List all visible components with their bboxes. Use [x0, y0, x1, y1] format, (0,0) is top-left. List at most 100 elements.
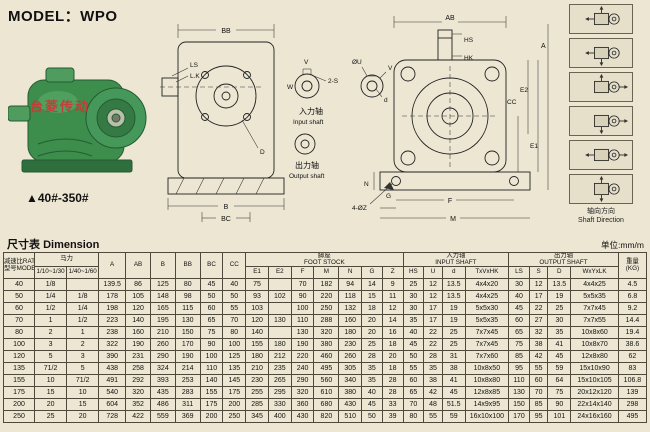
table-cell: 5 [34, 350, 68, 364]
table-cell: 24x16x160 [570, 410, 619, 424]
table-cell: 70 [222, 314, 247, 328]
col-header-m: M [313, 266, 340, 280]
table-cell: 125 [149, 278, 176, 292]
table-cell: 40 [2, 278, 36, 292]
table-cell: 28 [381, 386, 404, 400]
table-cell: 190 [125, 338, 151, 352]
dim-label-ab: AB [445, 15, 455, 22]
table-cell: 260 [338, 350, 363, 364]
table-cell: 35 [361, 374, 383, 388]
shaft-direction-panel: 轴向方向 Shaft Direction [556, 4, 646, 226]
dim-label-b: B [224, 204, 229, 211]
table-cell: 140 [245, 326, 269, 340]
table-cell: 220 [313, 290, 340, 304]
table-cell: 14 [361, 278, 383, 292]
table-cell: 320 [125, 386, 151, 400]
table-cell: 495 [313, 362, 340, 376]
table-cell: 106.8 [617, 374, 648, 388]
table-cell: 32 [528, 326, 549, 340]
table-cell: 604 [98, 398, 127, 412]
dim-label-ou: ØU [352, 59, 362, 66]
table-cell: 120 [245, 314, 269, 328]
table-cell: 102 [267, 290, 292, 304]
table-cell: 175 [222, 386, 247, 400]
table-cell: 120 [125, 302, 151, 316]
dim-label-2s: 2-S [328, 78, 339, 85]
col-header-d2: D [547, 266, 572, 280]
table-cell: 182 [313, 278, 340, 292]
table-cell: 10 [34, 374, 68, 388]
table-cell: 75 [547, 386, 572, 400]
shaft-direction-icon [569, 4, 633, 34]
table-cell: 220 [290, 350, 315, 364]
table-cell: 214 [174, 362, 201, 376]
output-shaft-label-en: Output shaft [289, 173, 325, 180]
table-cell: 13.5 [547, 278, 572, 292]
table-cell: 345 [245, 410, 269, 424]
table-cell: 62 [617, 350, 648, 364]
table-cell: 155 [245, 338, 269, 352]
table-title-bar: 尺寸表 Dimension 单位:mm/m [0, 236, 650, 251]
table-cell: 10 [66, 386, 100, 400]
col-header-n: N [338, 266, 363, 280]
table-cell: 230 [245, 374, 269, 388]
shaft-section-detail: V W 2-S 入力轴 Input shaft 出力轴 Output shaft [287, 59, 339, 180]
table-cell: 50 [2, 290, 36, 304]
table-cell: 155 [199, 386, 224, 400]
table-cell: 18 [381, 338, 404, 352]
table-cell: 20 [361, 314, 383, 328]
col-header-wxyxlk: WxYxLK [570, 266, 619, 280]
col-header-hp1: 1/10~1/30 [34, 266, 68, 280]
dim-label-hs: HS [464, 37, 474, 44]
table-cell: 75 [245, 278, 269, 292]
table-cell: 38 [423, 374, 443, 388]
watermark-text: 台菱传动 [30, 99, 91, 114]
table-cell: 14x9x95 [464, 398, 510, 412]
table-cell: 139.5 [98, 278, 127, 292]
table-cell: 223 [98, 314, 127, 328]
table-cell: 65 [508, 326, 530, 340]
table-cell: 50 [402, 350, 425, 364]
table-cell: 610 [313, 386, 340, 400]
col-header-hp2: 1/40~1/60 [66, 266, 100, 280]
table-cell: 120 [2, 350, 36, 364]
table-cell: 130 [174, 314, 201, 328]
table-cell: 100 [199, 350, 224, 364]
table-cell: 180 [267, 338, 292, 352]
table-cell: 22 [423, 338, 443, 352]
col-header-e1: E1 [245, 266, 269, 280]
shaft-direction-caption-zh: 轴向方向 [587, 208, 615, 215]
table-cell: 4.5 [617, 278, 648, 292]
ratio-header: 减速比RATIO [4, 258, 35, 265]
table-cell: 324 [149, 362, 176, 376]
table-cell: 25 [547, 302, 572, 316]
table-cell: 560 [313, 374, 340, 388]
table-cell: 19.4 [617, 326, 648, 340]
col-header-d: d [441, 266, 466, 280]
table-cell: 16x10x100 [464, 410, 510, 424]
table-cell: 7x7x45 [464, 326, 510, 340]
table-cell: 210 [245, 362, 269, 376]
table-cell: 486 [149, 398, 176, 412]
table-cell: 1 [66, 326, 100, 340]
table-cell: 42 [528, 350, 549, 364]
table-cell: 90 [199, 338, 224, 352]
dim-label-n: N [364, 181, 369, 188]
table-cell: 295 [267, 386, 292, 400]
table-cell: 15 [34, 386, 68, 400]
table-cell: 28 [381, 374, 404, 388]
table-cell: 35 [423, 362, 443, 376]
table-cell: 45 [402, 338, 425, 352]
shaft-direction-icon [569, 106, 633, 136]
table-cell: 50 [199, 290, 224, 304]
table-cell: 25 [402, 278, 425, 292]
table-cell: 352 [125, 398, 151, 412]
col-header-u: U [423, 266, 443, 280]
shaft-direction-icon [569, 174, 633, 204]
table-cell: 45 [199, 278, 224, 292]
col-group-output: 出力轴 OUTPUT SHAFT [508, 251, 619, 268]
table-cell: 22x14x140 [570, 398, 619, 412]
